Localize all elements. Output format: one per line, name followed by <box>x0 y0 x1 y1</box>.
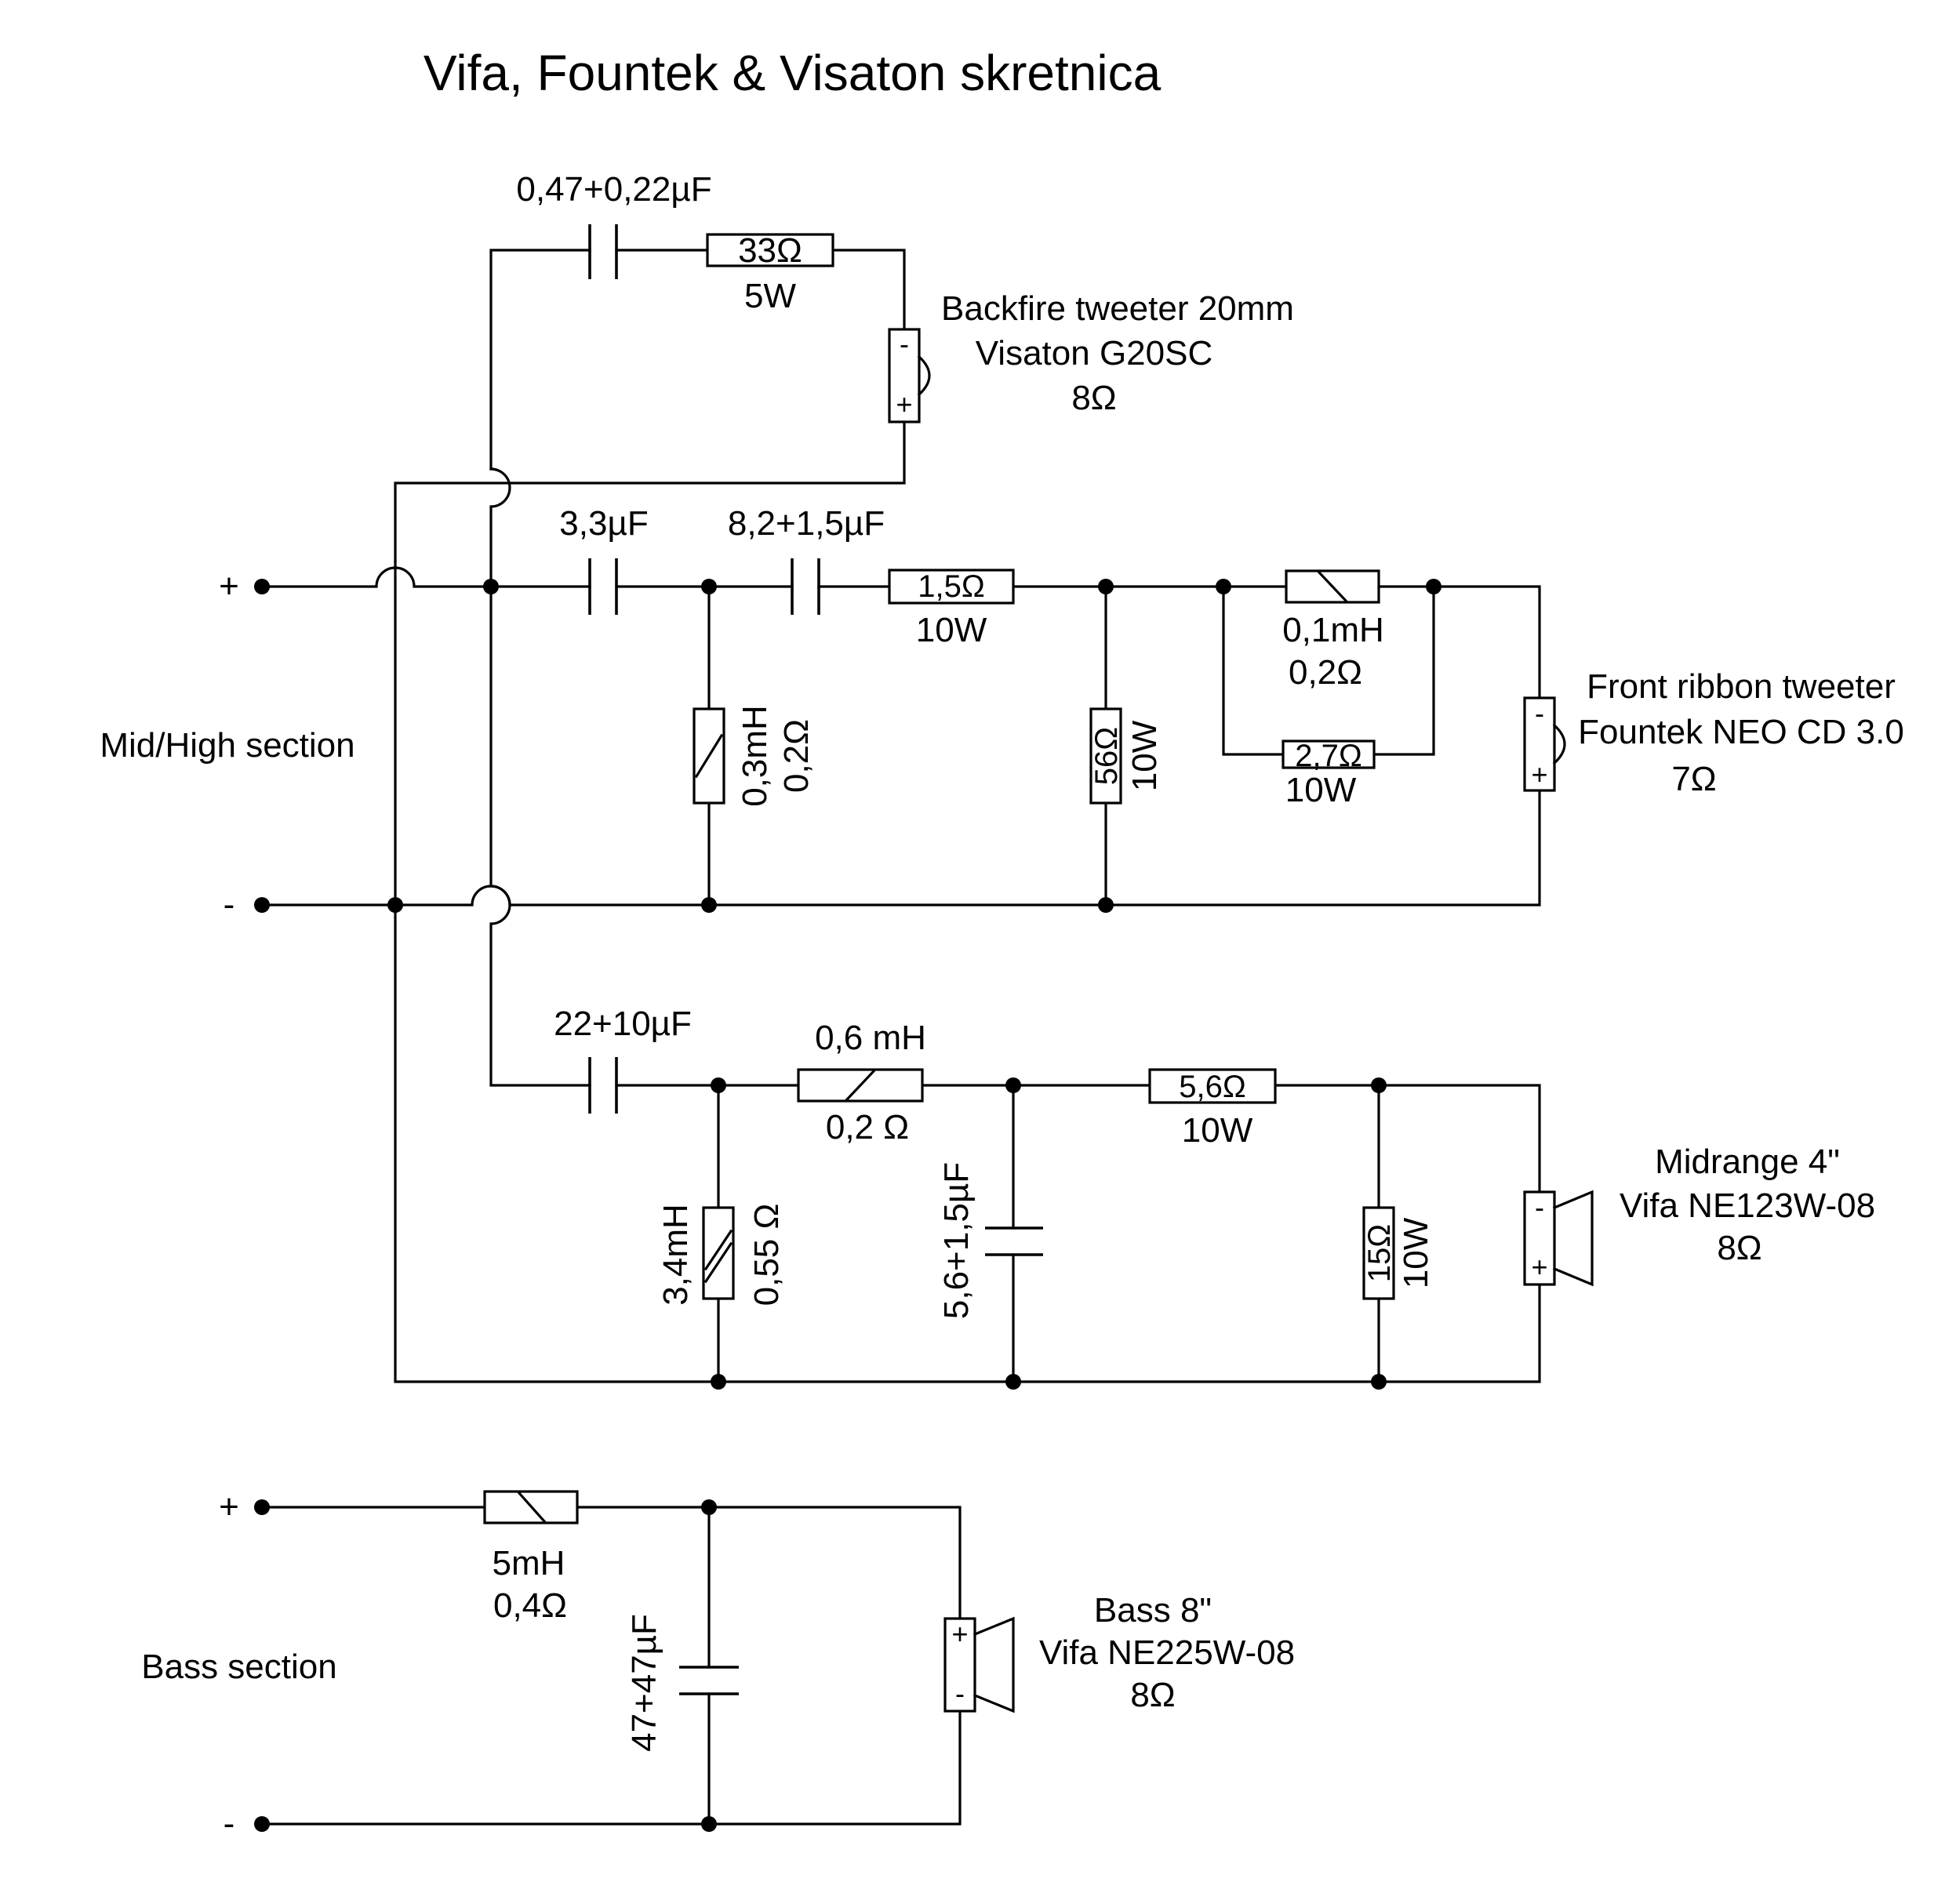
backfire-driver-line3: 8Ω <box>1071 379 1116 417</box>
main-wiring <box>260 467 1541 1383</box>
bass-plus-label: + <box>219 1488 239 1526</box>
bass-section-label: Bass section <box>141 1648 336 1686</box>
bass-speaker-symbol <box>943 1616 1015 1713</box>
mid-res2-value: 15Ω <box>1362 1224 1397 1282</box>
midhigh-section-label: Mid/High section <box>100 726 354 765</box>
bass-pol-minus: - <box>955 1677 965 1710</box>
backfire-res-value: 33Ω <box>738 231 802 270</box>
ribbon-driver-line3: 7Ω <box>1671 760 1716 798</box>
tweeter-ind-series-value: 0,1mH <box>1282 611 1384 649</box>
midrange-speaker-symbol <box>1523 1190 1594 1287</box>
midhigh-plus-label: + <box>219 567 239 605</box>
backfire-pol-plus: + <box>896 388 912 420</box>
diagram-title: Vifa, Fountek & Visaton skretnica <box>424 45 1162 101</box>
mid-cap2-label: 5,6+1,5µF <box>937 1162 976 1319</box>
mid-ind2-res: 0,55 Ω <box>747 1204 786 1306</box>
backfire-resistor <box>706 233 834 267</box>
tweeter-resistor-parallel <box>1282 739 1376 769</box>
tweeter-resistor-shunt <box>1089 707 1122 805</box>
midrange-branch <box>588 1057 1594 1390</box>
midhigh-minus-label: - <box>224 885 235 924</box>
mid-series-capacitor <box>588 1057 618 1114</box>
ribbon-driver-line2: Fountek NEO CD 3.0 <box>1578 713 1904 751</box>
tweeter-res1-power: 10W <box>916 611 987 649</box>
backfire-tweeter-symbol <box>888 328 931 423</box>
mid-ind1-res: 0,2 Ω <box>826 1108 909 1146</box>
mid-ind2-value: 3,4mH <box>656 1204 695 1306</box>
mid-pol-plus: + <box>1531 1251 1547 1283</box>
mid-driver-line2: Vifa NE123W-08 <box>1620 1186 1875 1225</box>
bass-ind-value: 5mH <box>493 1544 565 1582</box>
mid-driver-line3: 8Ω <box>1717 1229 1761 1267</box>
bass-ind-res: 0,4Ω <box>493 1586 567 1625</box>
tweeter-branch <box>387 558 1566 913</box>
bass-driver-line1: Bass 8" <box>1094 1591 1212 1630</box>
backfire-res-power: 5W <box>744 277 796 315</box>
bass-driver-line2: Vifa NE225W-08 <box>1039 1633 1295 1672</box>
tweeter-junctions <box>387 579 1441 913</box>
backfire-pol-minus: - <box>900 328 909 360</box>
bass-driver-line3: 8Ω <box>1130 1676 1175 1714</box>
mid-res1-value: 5,6Ω <box>1179 1070 1246 1104</box>
mid-cap1-label: 22+10µF <box>554 1005 692 1043</box>
mid-ind1-value: 0,6 mH <box>815 1019 926 1057</box>
mid-shunt-resistor <box>1362 1206 1395 1300</box>
tweeter-res-shunt-value: 56Ω <box>1089 727 1124 785</box>
bass-cap-label: 47+47µF <box>625 1614 663 1752</box>
backfire-capacitor <box>588 224 618 279</box>
tweeter-inductor-shunt <box>693 707 725 805</box>
backfire-cap-label: 0,47+0,22µF <box>516 170 711 209</box>
mid-series-inductor <box>797 1068 924 1103</box>
tweeter-cap1-label: 3,3µF <box>559 504 648 543</box>
tweeter-ind-shunt-res: 0,2Ω <box>777 719 816 793</box>
tweeter-res-parallel-power: 10W <box>1285 771 1357 809</box>
bass-series-inductor <box>483 1490 579 1524</box>
bass-minus-label: - <box>224 1804 235 1843</box>
bass-branch <box>254 1490 1015 1832</box>
bass-shunt-capacitor <box>679 1666 739 1695</box>
ribbon-pol-plus: + <box>1531 758 1547 790</box>
backfire-driver-line1: Backfire tweeter 20mm <box>941 289 1294 328</box>
backfire-branch <box>394 224 931 563</box>
tweeter-res-parallel-value: 2,7Ω <box>1295 739 1362 773</box>
backfire-driver-line2: Visaton G20SC <box>976 334 1212 372</box>
tweeter-inductor-series <box>1285 569 1380 604</box>
mid-driver-line1: Midrange 4" <box>1655 1143 1840 1181</box>
bass-pol-plus: + <box>951 1618 968 1650</box>
ribbon-pol-minus: - <box>1535 697 1544 729</box>
mid-series-resistor <box>1148 1068 1277 1104</box>
ribbon-tweeter-symbol <box>1523 696 1566 792</box>
mid-pol-minus: - <box>1535 1191 1544 1223</box>
mid-res1-power: 10W <box>1182 1111 1253 1150</box>
bass-junctions <box>701 1499 717 1832</box>
mid-shunt-capacitor <box>985 1226 1043 1256</box>
midrange-junctions <box>711 1077 1387 1390</box>
tweeter-res1-value: 1,5Ω <box>918 569 985 604</box>
tweeter-ind-shunt-value: 0,3mH <box>736 705 774 807</box>
tweeter-cap2-label: 8,2+1,5µF <box>728 504 885 543</box>
tweeter-cap-2 <box>791 558 820 615</box>
tweeter-resistor-1 <box>888 569 1015 605</box>
mid-res2-power: 10W <box>1397 1217 1435 1288</box>
mid-shunt-inductor <box>702 1206 735 1300</box>
ribbon-driver-line1: Front ribbon tweeter <box>1587 667 1896 706</box>
tweeter-cap-1 <box>588 558 618 615</box>
tweeter-res-shunt-power: 10W <box>1125 720 1164 791</box>
tweeter-ind-series-res: 0,2Ω <box>1289 653 1362 692</box>
